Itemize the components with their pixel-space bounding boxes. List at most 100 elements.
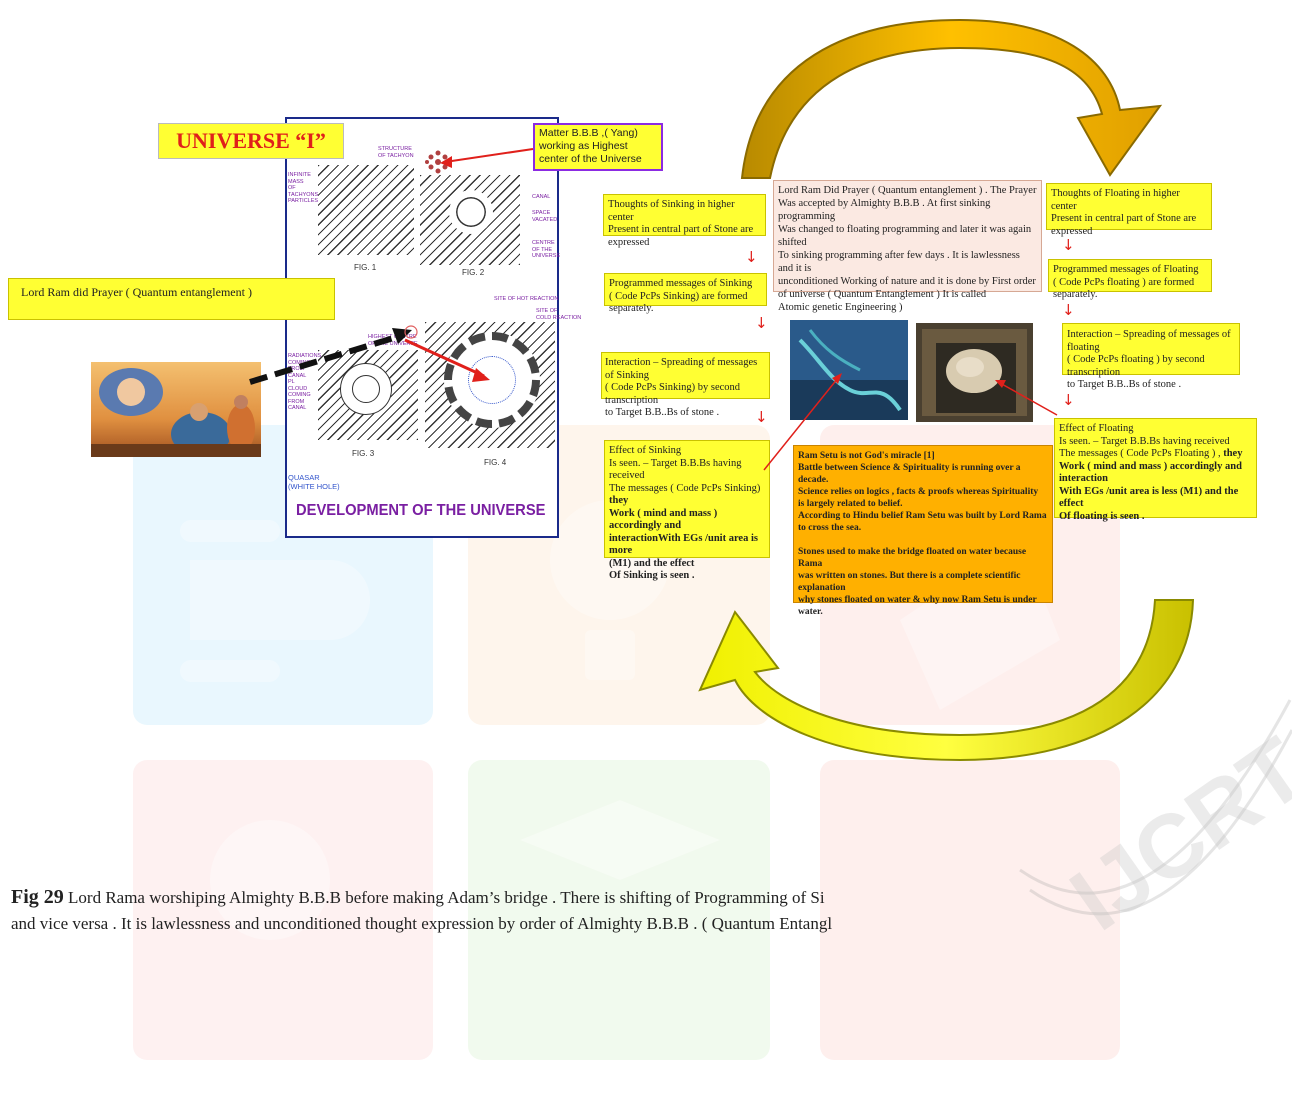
floating-effect-3: The messages ( Code PcPs Floating ) , xyxy=(1059,448,1221,459)
center-line-7: Atomic genetic Engineering ) xyxy=(778,302,903,313)
quasar-line-2: (WHITE HOLE) xyxy=(288,481,340,491)
ram-setu-line-6: to cross the sea. xyxy=(798,523,862,533)
fig2-label: FIG. 2 xyxy=(462,268,485,277)
sinking-effect-2: Is seen. – Target B.B.Bs having received xyxy=(609,457,742,482)
prayer-box: Lord Ram did Prayer ( Quantum entangleme… xyxy=(8,278,335,320)
floating-programmed-1: Programmed messages of Floating xyxy=(1053,264,1199,275)
floating-interaction-3: to Target B.B..Bs of stone . xyxy=(1067,379,1182,390)
fig4-outer-ring xyxy=(444,332,540,428)
floating-effect-1: Effect of Floating xyxy=(1059,423,1134,434)
fig3-label-8: FROM xyxy=(288,398,305,405)
floating-effect-bold-3: Of floating is seen . xyxy=(1059,510,1145,522)
floating-interaction-2: ( Code PcPs floating ) by second transcr… xyxy=(1067,354,1205,378)
centre-label-1: CENTRE xyxy=(532,240,555,246)
fig3-label-3: FROM xyxy=(288,366,305,372)
sinking-thoughts-box: Thoughts of Sinking in higher center Pre… xyxy=(603,194,766,248)
fig1-left-label: INFINITE MASS OF TACHYONS PARTICLES xyxy=(288,172,318,205)
caption-line-1: Fig 29 Lord Rama worshiping Almighty B.B… xyxy=(11,884,1292,911)
floating-programmed-box: Programmed messages of Floating ( Code P… xyxy=(1048,259,1212,300)
fig3-label-4: CANAL xyxy=(288,372,307,379)
fig2-space-label: SPACE VACATED xyxy=(532,210,557,223)
arrow-down-icon: ↓ xyxy=(755,408,768,426)
arrow-down-icon: ↓ xyxy=(755,314,768,332)
quasar-label: QUASAR (WHITE HOLE) xyxy=(288,473,340,491)
sinking-thoughts-1: Thoughts of Sinking in higher center xyxy=(608,199,735,223)
hot-reaction-label: SITE OF HOT REACTION xyxy=(494,296,559,302)
caption-fig-number: Fig 29 xyxy=(11,886,64,908)
sinking-programmed-box: Programmed messages of Sinking ( Code Pc… xyxy=(604,273,767,314)
fig3-label-1: RADIATIONS xyxy=(288,353,322,359)
sinking-interaction-1: Interaction – Spreading of messages of S… xyxy=(605,357,758,381)
fig4-label: FIG. 4 xyxy=(484,458,507,467)
figure-caption: Fig 29 Lord Rama worshiping Almighty B.B… xyxy=(11,884,1292,937)
ram-setu-line-1: Ram Setu is not God's miracle [1] xyxy=(798,451,935,461)
floating-thoughts-1: Thoughts of Floating in higher center xyxy=(1051,188,1180,212)
center-line-3: Was changed to floating programming and … xyxy=(778,224,1032,248)
floating-interaction-1: Interaction – Spreading of messages of f… xyxy=(1067,329,1231,353)
fig1-label-3: OF xyxy=(288,185,296,191)
universe-title: UNIVERSE “I” xyxy=(158,123,344,159)
highest-centre-label: HIGHEST CENTRE OF THE UNIVERSE xyxy=(368,334,418,347)
top-cycle-arrow xyxy=(740,18,1163,179)
fig2-canal-label: CANAL xyxy=(532,194,551,200)
floating-effect-3-row: The messages ( Code PcPs Floating ) , th… xyxy=(1059,448,1252,461)
arrow-down-icon: ↓ xyxy=(1062,391,1075,409)
universe-footer: DEVELOPMENT OF THE UNIVERSE xyxy=(296,502,546,519)
center-line-5: unconditioned Working of nature and it i… xyxy=(778,276,1036,287)
center-line-6: of universe ( Quantum Entanglement ) It … xyxy=(778,289,987,300)
fig3-left-label: RADIATIONS COMING FROM CANAL PL CLOUD CO… xyxy=(288,353,321,412)
ram-setu-line-3: Science relies on logics , facts & proof… xyxy=(798,487,1039,497)
center-line-4: To sinking programming after few days . … xyxy=(778,250,1020,274)
structure-label: STRUCTURE OF TACHYON xyxy=(378,146,414,159)
space-label-2: VACATED xyxy=(532,216,558,223)
arrow-down-icon: ↓ xyxy=(1062,301,1075,319)
sinking-interaction-3: to Target B.B..Bs of stone . xyxy=(605,407,720,418)
structure-label-2: OF TACHYON xyxy=(378,152,414,159)
sinking-effect-bold-3: (M1) and the effect xyxy=(609,557,695,569)
floating-stone-photo xyxy=(916,323,1033,422)
floating-effect-they: they xyxy=(1223,448,1243,459)
ram-setu-line-4: is largely related to belief. xyxy=(798,499,903,509)
cold-reaction-label: SITE OF COLD REACTION xyxy=(536,308,581,321)
fig3-label-5: PL xyxy=(288,379,295,385)
centre-label-3: UNIVERSE xyxy=(532,253,561,259)
ram-setu-spacer xyxy=(798,534,1048,546)
sinking-effect-they: they xyxy=(609,495,629,506)
lord-ram-prayer-picture xyxy=(91,362,261,457)
centre-label-2: OF THE xyxy=(532,246,553,253)
arrow-down-icon: ↓ xyxy=(745,248,758,266)
highest-centre-1: HIGHEST CENTRE xyxy=(368,334,417,340)
sinking-effect-3: The messages ( Code PcPs Sinking) xyxy=(609,482,761,494)
floating-effect-bold-2: With EGs /unit area is less (M1) and the… xyxy=(1059,485,1239,510)
floating-interaction-box: Interaction – Spreading of messages of f… xyxy=(1062,323,1240,390)
ram-setu-line-10: why stones floated on water & why now Ra… xyxy=(798,595,1037,617)
cold-reaction-2: COLD REACTION xyxy=(536,314,582,321)
ram-setu-line-2: Battle between Science & Spirituality is… xyxy=(798,463,1021,485)
space-label-1: SPACE xyxy=(532,210,551,216)
fig2-ring xyxy=(449,190,493,234)
fig3-inner-ring xyxy=(352,375,380,403)
sinking-effect-bold-4: Of Sinking is seen . xyxy=(609,570,695,581)
fig1-label-2: MASS xyxy=(288,178,304,185)
sinking-thoughts-2: Present in central part of Stone are exp… xyxy=(608,224,754,248)
fig3-label-7: COMING xyxy=(288,392,311,398)
center-line-1: Lord Ram Did Prayer ( Quantum entangleme… xyxy=(778,185,1037,196)
sinking-effect-bold-1: Work ( mind and mass ) accordingly and xyxy=(609,507,718,532)
fig3-label-6: CLOUD xyxy=(288,385,308,392)
floating-programmed-2: ( Code PcPs floating ) are formed separa… xyxy=(1053,276,1195,301)
floating-effect-2: Is seen. – Target B.B.Bs having received xyxy=(1059,435,1230,447)
sinking-effect-3-row: The messages ( Code PcPs Sinking) they xyxy=(609,483,765,508)
fig1-label-4: TACHYONS xyxy=(288,191,319,198)
sinking-interaction-box: Interaction – Spreading of messages of S… xyxy=(601,352,770,418)
cold-reaction-1: SITE OF xyxy=(536,308,558,314)
ram-setu-box: Ram Setu is not God's miracle [1] Battle… xyxy=(793,445,1053,617)
highest-centre-2: OF THE UNIVERSE xyxy=(368,340,418,347)
fig3-label-9: CANAL xyxy=(288,405,307,411)
sinking-effect-box: Effect of Sinking Is seen. – Target B.B.… xyxy=(604,440,770,581)
ram-setu-line-8: Stones used to make the bridge floated o… xyxy=(798,547,1027,569)
sinking-effect-bold-2: interactionWith EGs /unit area is more xyxy=(609,532,758,557)
